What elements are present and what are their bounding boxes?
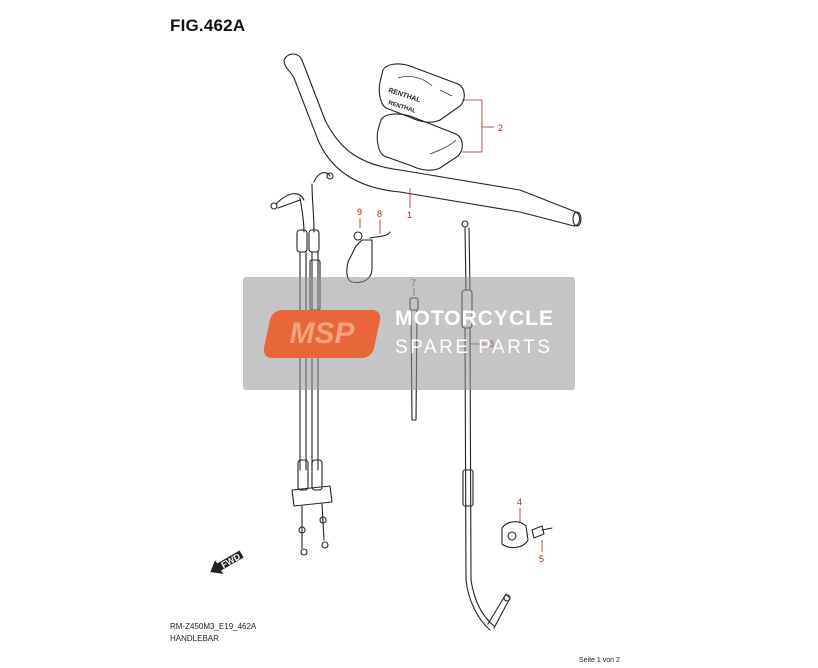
page-indicator: Seite 1 von 2 bbox=[579, 657, 620, 664]
pad-print-lower: RENTHAL bbox=[387, 100, 416, 115]
fwd-arrow-icon: FWD bbox=[210, 550, 244, 574]
handlebar-part bbox=[283, 53, 582, 227]
clamp-part bbox=[501, 521, 529, 549]
callout-8: 8 bbox=[377, 209, 382, 219]
watermark-banner: MSP MOTORCYCLE SPARE PARTS bbox=[243, 277, 575, 390]
watermark-line-1: MOTORCYCLE bbox=[395, 307, 554, 330]
callout-5: 5 bbox=[539, 554, 544, 564]
figure-name: HANDLEBAR bbox=[170, 634, 219, 643]
handlebar-pad-lower bbox=[376, 113, 463, 171]
callout-2: 2 bbox=[498, 123, 503, 133]
watermark-logo-text: MSP bbox=[289, 317, 355, 350]
cable-guide-bracket bbox=[346, 231, 391, 284]
watermark-line-2: SPARE PARTS bbox=[395, 337, 553, 358]
callout-9: 9 bbox=[357, 207, 362, 217]
callout-4: 4 bbox=[517, 497, 522, 507]
figure-code: RM-Z450M3_E19_462A bbox=[170, 622, 257, 631]
bolt-part bbox=[531, 525, 553, 539]
watermark-logo: MSP bbox=[261, 310, 383, 358]
handlebar-pad-upper: RENTHAL bbox=[378, 63, 465, 123]
callout-1: 1 bbox=[407, 210, 412, 220]
figure-title: FIG.462A bbox=[170, 16, 246, 35]
